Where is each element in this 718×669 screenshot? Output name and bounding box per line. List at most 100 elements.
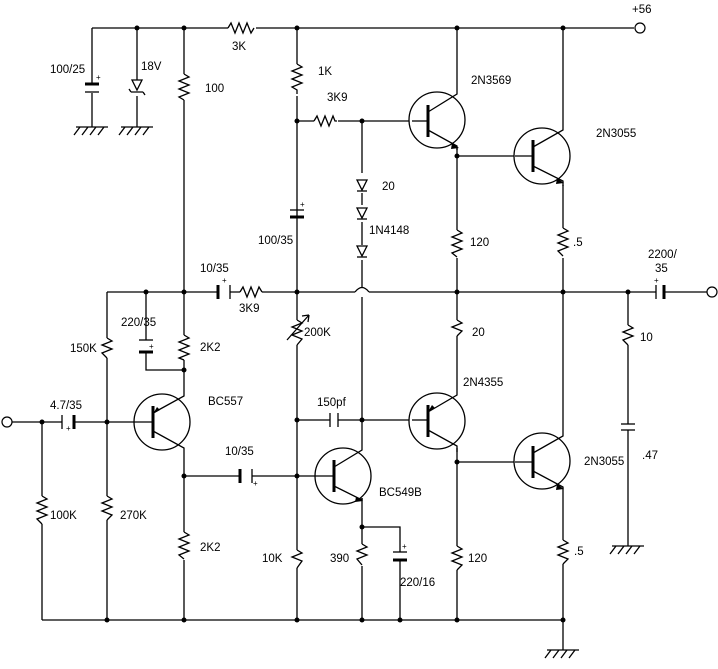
label-c-2200-35-a: 2200/ (648, 249, 678, 261)
label-c-220-16: 220/16 (400, 577, 435, 589)
transistor-bc557 (132, 392, 191, 452)
label-q-2n4355: 2N4355 (463, 377, 503, 389)
cap-4-7-35-symbol: + (61, 415, 76, 433)
cap-220-35-symbol: + (139, 339, 154, 354)
cap-10-35-top-symbol: + (216, 276, 231, 299)
label-q-2n3055-top: 2N3055 (596, 128, 636, 140)
cap-100-25-symbol: + (85, 73, 101, 93)
transistor-bc549b (297, 420, 372, 505)
label-r-100: 100 (205, 83, 224, 95)
svg-text:+: + (253, 479, 258, 488)
label-r-3k: 3K (232, 41, 246, 53)
resistor-05-bot-symbol (556, 539, 570, 565)
supply-terminal (634, 22, 646, 34)
transistors (132, 86, 571, 505)
svg-text:+: + (222, 276, 227, 285)
label-r-2k2-bot: 2K2 (200, 542, 220, 554)
resistor-3k9-mid-symbol (239, 285, 263, 299)
ground-symbol-2 (118, 126, 153, 136)
ground-symbol-1 (73, 126, 108, 136)
resistor-10k-symbol (290, 549, 304, 569)
pot-200k-arrow (286, 314, 310, 341)
terminals (1, 22, 718, 428)
wire-crossover (354, 286, 370, 293)
grounds (73, 126, 644, 659)
label-r-3k9-top: 3K9 (327, 92, 347, 104)
cap-2200-35-symbol: + (654, 276, 666, 299)
diode-20-symbol (355, 179, 369, 192)
wires (12, 27, 708, 650)
ground-symbol-4 (544, 649, 579, 659)
label-r-10k: 10K (262, 553, 283, 565)
resistor-390-symbol (355, 543, 369, 566)
label-r-100k: 100K (50, 510, 77, 522)
label-q-2n3055-bot: 2N3055 (584, 456, 624, 468)
transistor-2n3055-bot (513, 430, 571, 492)
input-terminal (1, 416, 13, 428)
label-c-100-25: 100/25 (50, 64, 85, 76)
transistor-2n4355 (408, 364, 466, 452)
label-r-390: 390 (330, 553, 349, 565)
cap-10-35-bot-symbol: + (238, 469, 258, 488)
ground-symbol-3 (609, 545, 644, 555)
cap-047-symbol (621, 423, 635, 431)
label-d-1n4148: 1N4148 (369, 225, 409, 237)
resistor-120-top-symbol (450, 229, 464, 258)
resistor-150k-symbol (100, 337, 114, 359)
svg-text:+: + (96, 73, 101, 82)
svg-text:+: + (300, 200, 305, 209)
resistors (35, 21, 635, 571)
resistor-05-top-symbol (556, 227, 570, 257)
resistor-10-symbol (621, 324, 635, 346)
diode-1n4148-a-symbol (355, 207, 369, 220)
resistor-3k9-top-symbol (313, 114, 337, 128)
label-r-20-mid: 20 (472, 327, 485, 339)
resistor-3k-symbol (227, 21, 255, 35)
output-terminal (706, 286, 718, 298)
label-c-047: .47 (642, 450, 658, 462)
label-r-1k: 1K (318, 66, 332, 78)
cap-220-16-symbol: + (393, 542, 407, 562)
label-c-10-35-bot: 10/35 (225, 446, 254, 458)
resistor-2k2-top-symbol (177, 334, 191, 361)
resistor-20-mid-symbol (450, 319, 464, 337)
svg-text:+: + (149, 342, 154, 351)
label-d-20: 20 (382, 181, 395, 193)
labels: +56 100/25 18V 3K 100 1K 3K9 2N3569 2N30… (50, 4, 678, 589)
label-r-120-bot: 120 (468, 553, 487, 565)
zener-18v-symbol (128, 79, 146, 96)
label-r-10: 10 (640, 332, 653, 344)
label-c-4-7-35: 4.7/35 (50, 400, 82, 412)
label-q-2n3569: 2N3569 (471, 75, 511, 87)
diode-1n4148-b-symbol (355, 245, 369, 258)
transistor-2n3055-top (513, 126, 571, 186)
label-r-05-bot: .5 (574, 546, 584, 558)
label-c-150pf: 150pf (317, 397, 347, 409)
label-c-10-35-top: 10/35 (200, 263, 229, 275)
label-r-3k9-mid: 3K9 (239, 303, 259, 315)
svg-text:+: + (654, 276, 659, 285)
label-c-220-35: 220/35 (121, 317, 156, 329)
resistor-100-symbol (177, 73, 191, 101)
resistor-2k2-bot-symbol (177, 531, 191, 560)
label-c-100-35: 100/35 (258, 235, 293, 247)
cap-150pf-symbol (329, 413, 339, 427)
label-pot-200k: 200K (304, 327, 331, 339)
resistor-100k-symbol (35, 495, 49, 525)
label-r-120-top: 120 (470, 237, 489, 249)
label-q-bc557: BC557 (208, 396, 243, 408)
resistor-270k-symbol (100, 495, 114, 521)
resistor-1k-symbol (290, 63, 304, 94)
label-r-05-top: .5 (573, 237, 583, 249)
label-q-bc549b: BC549B (379, 487, 422, 499)
label-r-2k2-top: 2K2 (200, 342, 220, 354)
label-zener-18v: 18V (141, 61, 162, 73)
svg-text:+: + (402, 542, 407, 551)
transistor-2n3569 (408, 86, 466, 150)
capacitors: + + + + + + (61, 73, 666, 562)
svg-text:+: + (66, 424, 71, 433)
label-r-270k: 270K (120, 510, 147, 522)
label-c-2200-35-b: 35 (655, 263, 668, 275)
supply-label: +56 (632, 4, 652, 16)
